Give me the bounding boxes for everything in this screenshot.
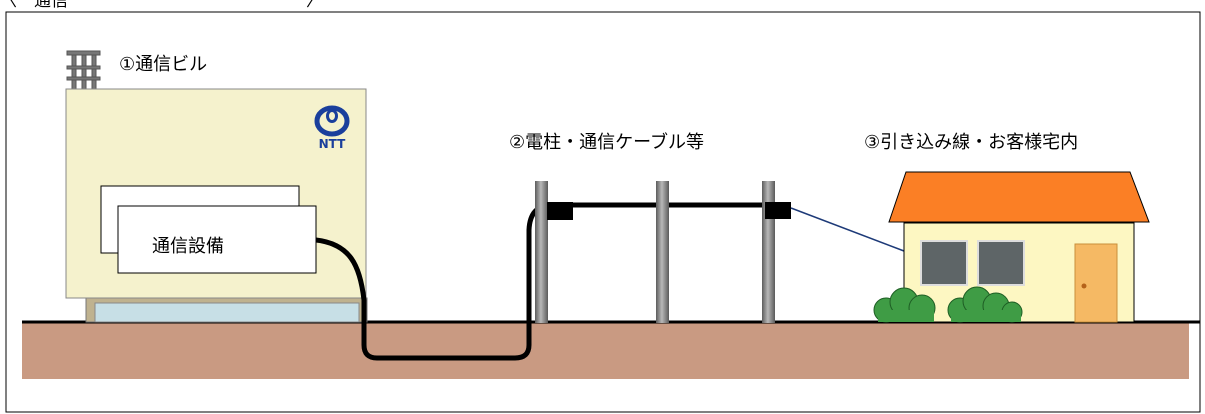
- house-window-2: [977, 240, 1025, 286]
- ntt-logo-icon: NTT: [314, 105, 350, 151]
- drop-wire: [790, 207, 905, 252]
- communication-cable: [315, 202, 770, 361]
- pole-label: ②電柱・通信ケーブル等: [509, 131, 704, 153]
- exchange-label: ①通信ビル: [119, 54, 207, 75]
- cable-closure-1: [547, 202, 573, 220]
- utility-pole-1: [535, 181, 548, 323]
- house-door: [1074, 243, 1118, 323]
- ntt-logo-text: NTT: [319, 137, 347, 151]
- ground: [22, 322, 1189, 379]
- house-window-1: [920, 240, 968, 286]
- cable-closure-2: [765, 202, 791, 219]
- equipment-label: 通信設備: [152, 236, 224, 257]
- diagram-frame: [5, 11, 1201, 413]
- bush-1: [873, 287, 936, 323]
- house-roof: [888, 171, 1150, 223]
- house-label: ③引き込み線・お客様宅内: [864, 132, 1078, 153]
- customer-house: [888, 171, 1150, 323]
- equipment-box: [117, 205, 317, 274]
- utility-pole-2: [656, 181, 669, 323]
- antenna-tower-icon: [66, 50, 101, 90]
- header-text: 〈 通信 〉: [0, 0, 323, 11]
- bush-2: [947, 286, 1023, 323]
- door-knob: [1081, 283, 1087, 289]
